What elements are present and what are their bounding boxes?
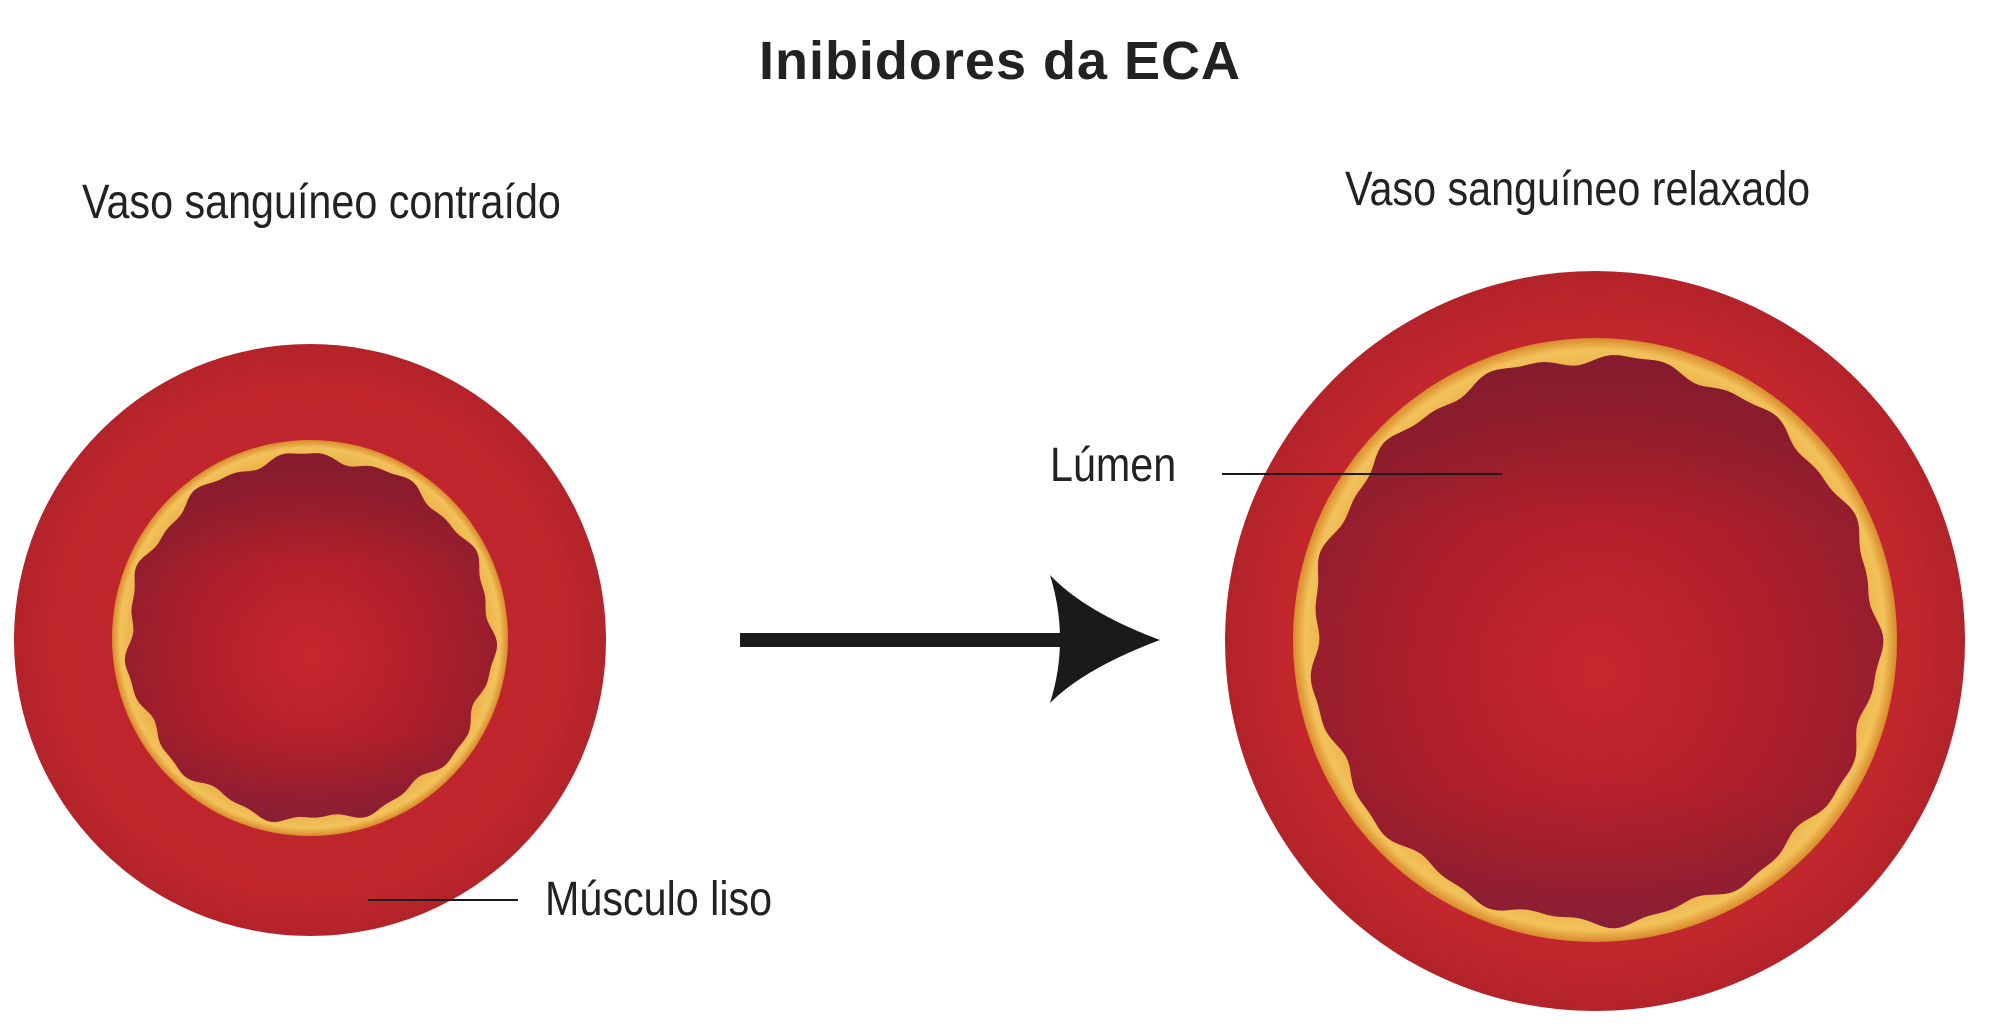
caption-relaxed: Vaso sanguíneo relaxado [1345,163,1811,216]
caption-contracted: Vaso sanguíneo contraído [82,176,561,229]
relaxed-vessel [1225,271,1965,1011]
arrow-shaft [740,633,1080,647]
lumen-label: Lúmen [1050,439,1177,492]
relaxed-lumen-shade [1310,355,1884,929]
transition-arrow [740,575,1160,703]
arrow-head [1050,575,1160,703]
title: Inibidores da ECA [758,31,1242,91]
contracted-lumen-shade [124,453,498,822]
smooth-muscle-label: Músculo liso [545,873,773,926]
contracted-vessel [14,344,606,936]
